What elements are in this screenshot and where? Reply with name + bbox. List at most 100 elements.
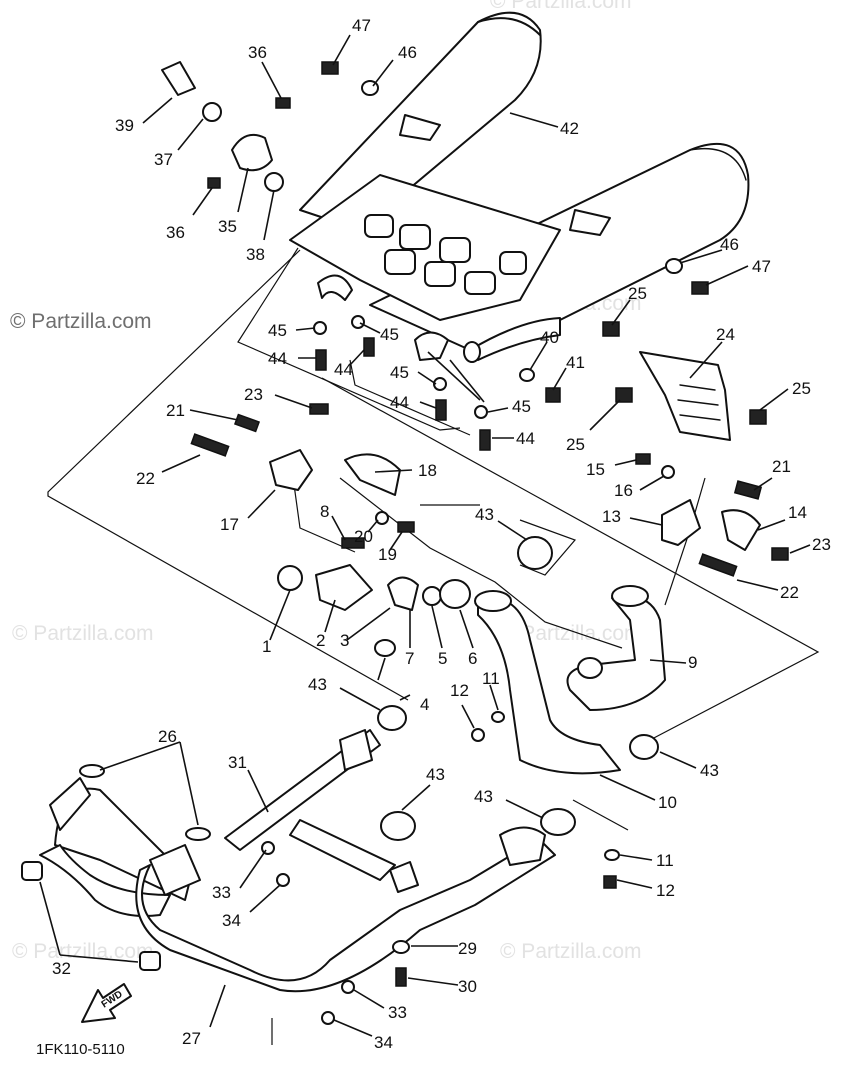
- damper-collar: [517, 536, 553, 570]
- exhaust-pipes-middle: [377, 585, 666, 775]
- callout-21: 21: [772, 457, 791, 476]
- bolt-head: [749, 409, 767, 425]
- pipe-clamp: [317, 274, 353, 301]
- nut: [341, 980, 355, 994]
- callout-12: 12: [656, 881, 675, 900]
- callout-36: 36: [166, 223, 185, 242]
- callout-22: 22: [780, 583, 799, 602]
- callout-13: 13: [602, 507, 621, 526]
- callout-43: 43: [474, 787, 493, 806]
- protector-left: [269, 449, 313, 491]
- callout-43: 43: [308, 675, 327, 694]
- bolt-head: [275, 97, 291, 109]
- callout-33: 33: [212, 883, 231, 902]
- leader-line: [367, 519, 379, 533]
- bolt-head: [545, 387, 561, 403]
- bolt-head: [207, 177, 221, 189]
- diagram-code: 1FK110-5110: [36, 1041, 125, 1058]
- gasket: [474, 405, 488, 419]
- leader-line: [759, 388, 789, 411]
- partzilla-watermark: © Partzilla.com: [10, 310, 152, 333]
- callout-4: 4: [420, 695, 429, 714]
- heat-protector: [602, 321, 767, 441]
- bolt: [341, 537, 365, 549]
- leader-line: [705, 265, 749, 286]
- leader-line: [247, 769, 269, 813]
- callout-34: 34: [222, 911, 241, 930]
- leader-line: [346, 607, 391, 641]
- pipe-opening: [463, 341, 481, 363]
- leader-line: [374, 469, 413, 473]
- exhaust-joint: [315, 564, 373, 611]
- leader-line: [372, 59, 394, 87]
- leader-line: [552, 367, 567, 391]
- cap: [21, 861, 43, 881]
- pipe-bracket: [661, 499, 701, 546]
- exhaust-flange: [149, 844, 201, 896]
- bolt-head: [602, 321, 620, 337]
- collar: [264, 172, 284, 192]
- leader-line: [59, 954, 139, 963]
- callout-44: 44: [390, 393, 409, 412]
- callout-43: 43: [426, 765, 445, 784]
- callout-46: 46: [720, 235, 739, 254]
- bolt: [698, 553, 738, 577]
- alignment-lines: [47, 247, 820, 1045]
- fwd-arrow-shape: [81, 983, 132, 1023]
- leader-line: [142, 97, 173, 124]
- callout-41: 41: [566, 353, 585, 372]
- bolt: [397, 521, 415, 533]
- heat-protector-plate: [639, 351, 731, 441]
- callout-12: 12: [450, 681, 469, 700]
- callout-33: 33: [388, 1003, 407, 1022]
- bolt-head: [603, 875, 617, 889]
- leader-line: [209, 984, 226, 1028]
- leader-line: [333, 1019, 373, 1037]
- heat-shield-panel: [399, 224, 431, 250]
- muffler-inlet-pipe: [469, 317, 561, 361]
- bolt: [733, 480, 763, 500]
- nut: [665, 258, 683, 274]
- leader-line: [736, 579, 779, 591]
- forward-arrow: FWD: [81, 983, 132, 1023]
- callout-8: 8: [320, 502, 329, 521]
- exhaust-pipe-1: [566, 595, 666, 711]
- leader-line: [401, 784, 431, 811]
- leader-line: [449, 359, 485, 403]
- leader-line: [332, 34, 351, 66]
- leader-line: [407, 977, 459, 986]
- leader-line: [274, 394, 313, 409]
- leader-line: [659, 751, 697, 769]
- bolt: [309, 403, 329, 415]
- callout-26: 26: [158, 727, 177, 746]
- dashed-guide: [572, 799, 629, 831]
- gasket: [433, 377, 447, 391]
- callout-23: 23: [812, 535, 831, 554]
- bolt: [479, 429, 491, 451]
- leader-line: [789, 544, 811, 554]
- bolt-head: [276, 873, 290, 887]
- callout-22: 22: [136, 469, 155, 488]
- callout-6: 6: [468, 649, 477, 668]
- cross-pipe: [224, 729, 381, 851]
- pipe-opening: [611, 585, 649, 607]
- callout-43: 43: [475, 505, 494, 524]
- leader-line: [611, 299, 631, 326]
- bolt-head: [615, 387, 633, 403]
- bolt-head: [771, 547, 789, 561]
- callout-43: 43: [700, 761, 719, 780]
- nut: [491, 711, 505, 723]
- leader-line: [487, 407, 509, 413]
- damper-collar: [377, 705, 407, 731]
- callout-27: 27: [182, 1029, 201, 1048]
- callout-44: 44: [516, 429, 535, 448]
- callout-10: 10: [658, 793, 677, 812]
- washer: [661, 465, 675, 479]
- leader-line: [419, 401, 437, 409]
- callout-2: 2: [316, 631, 325, 650]
- callout-labels: 47 46 36 39 37 36 35 38 42 46 47 25 24 2…: [52, 16, 831, 1052]
- leader-line: [679, 249, 723, 264]
- leader-line: [339, 687, 381, 711]
- leader-line: [459, 609, 474, 649]
